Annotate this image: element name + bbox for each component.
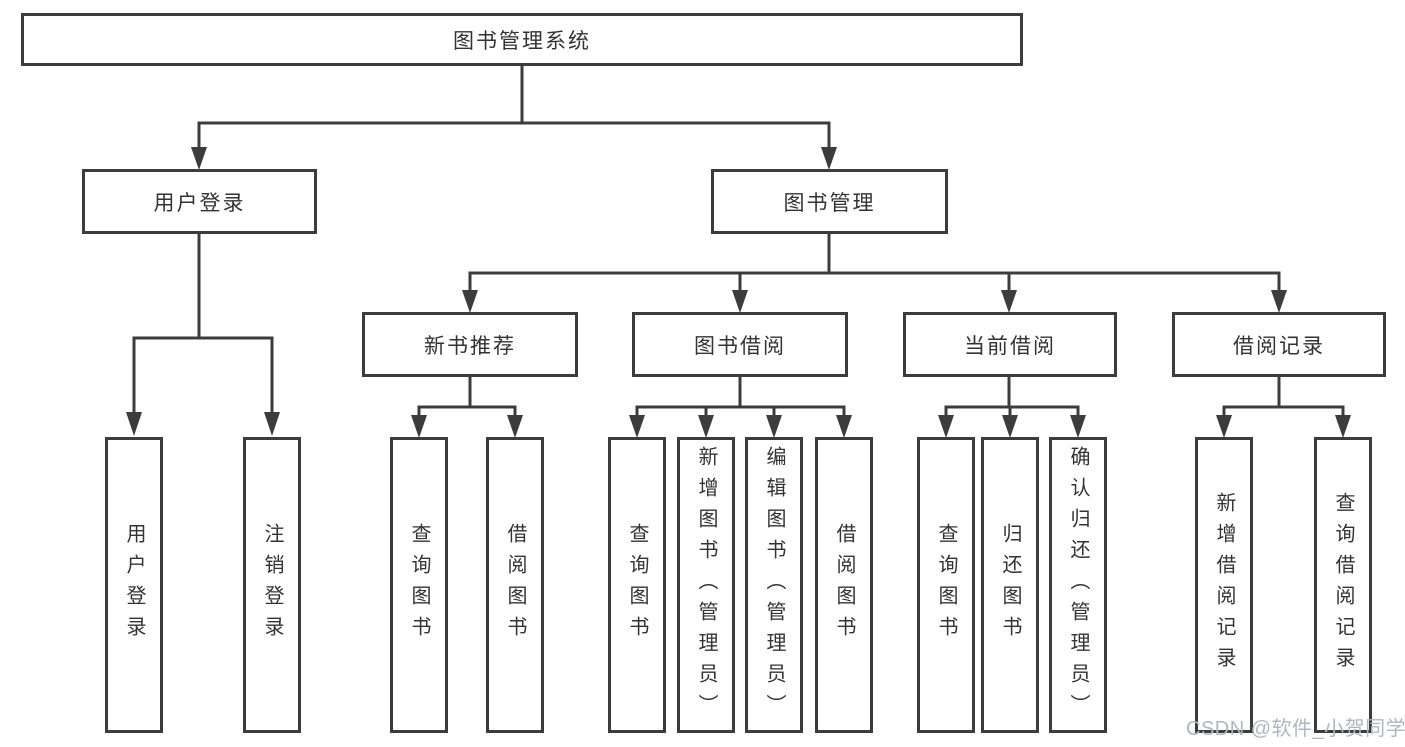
node-add-books-admin: 新增图书（管理员）	[677, 437, 735, 733]
node-label: 编辑图书（管理员）	[763, 445, 785, 725]
node-book-borrow: 图书借阅	[632, 312, 848, 377]
node-label: 新书推荐	[424, 334, 516, 358]
node-label: 用户登录	[123, 523, 145, 647]
node-logout: 注销登录	[243, 437, 301, 733]
node-label: 查询图书	[408, 523, 430, 647]
csdn-watermark: CSDN @软件_小贺同学	[1186, 718, 1405, 740]
node-query-books-recommend: 查询图书	[390, 437, 448, 733]
node-label: 查询借阅记录	[1332, 492, 1354, 678]
node-edit-books-admin: 编辑图书（管理员）	[745, 437, 803, 733]
node-borrow-records: 借阅记录	[1172, 312, 1386, 377]
node-borrow-books: 借阅图书	[815, 437, 873, 733]
node-label: 新增图书（管理员）	[695, 445, 717, 725]
node-label: 注销登录	[261, 523, 283, 647]
node-label: 用户登录	[153, 191, 246, 215]
node-borrow-books-recommend: 借阅图书	[486, 437, 544, 733]
node-label: 当前借阅	[964, 334, 1056, 358]
node-label: 新增借阅记录	[1213, 492, 1235, 678]
node-label: 借阅图书	[504, 523, 526, 647]
node-label: 借阅记录	[1233, 334, 1325, 358]
node-query-borrow-record: 查询借阅记录	[1314, 437, 1372, 733]
node-label: 图书管理	[783, 191, 876, 215]
node-return-books: 归还图书	[981, 437, 1039, 733]
node-confirm-return-admin: 确认归还（管理员）	[1049, 437, 1107, 733]
node-label: 归还图书	[999, 523, 1021, 647]
node-query-books: 查询图书	[608, 437, 666, 733]
node-add-borrow-record: 新增借阅记录	[1195, 437, 1253, 733]
node-label: 图书借阅	[694, 334, 786, 358]
node-current-borrow: 当前借阅	[903, 312, 1117, 377]
node-label: 确认归还（管理员）	[1067, 445, 1089, 725]
node-user-login: 用户登录	[82, 169, 317, 234]
node-user-login-action: 用户登录	[105, 437, 163, 733]
node-book-management: 图书管理	[711, 169, 948, 234]
node-new-book-recommend: 新书推荐	[362, 312, 578, 377]
node-label: 查询图书	[935, 523, 957, 647]
node-label: 借阅图书	[833, 523, 855, 647]
node-label: 图书管理系统	[453, 29, 591, 53]
node-label: 查询图书	[626, 523, 648, 647]
node-query-books-current: 查询图书	[917, 437, 975, 733]
node-library-management-system: 图书管理系统	[21, 13, 1023, 66]
